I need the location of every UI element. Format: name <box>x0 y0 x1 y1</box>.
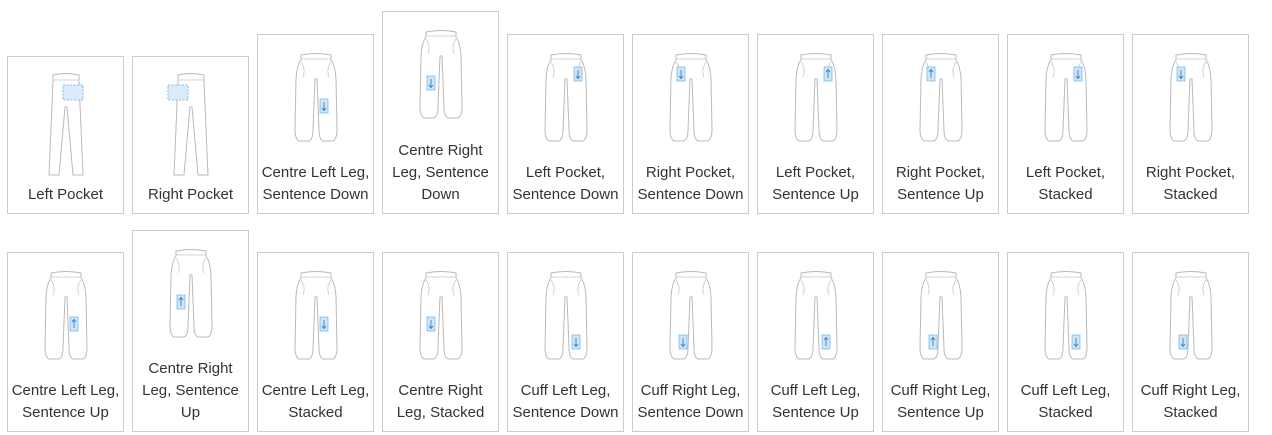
arrow-down-icon <box>1178 334 1187 350</box>
arrow-down-icon <box>573 66 582 82</box>
arrow-down-icon <box>319 316 328 332</box>
option-label: Cuff Right Leg, Sentence Up <box>890 382 991 421</box>
arrow-down-icon <box>676 66 685 82</box>
option-cuff-left-leg-sentence-up[interactable]: Cuff Left Leg, Sentence Up <box>757 252 874 432</box>
option-left-pocket-sentence-up[interactable]: Left Pocket, Sentence Up <box>757 34 874 214</box>
arrow-down-icon <box>426 75 435 91</box>
option-label: Cuff Left Leg, Stacked <box>1020 382 1111 421</box>
option-label: Right Pocket, Stacked <box>1145 164 1236 203</box>
option-label: Cuff Right Leg, Sentence Down <box>637 382 744 421</box>
option-label: Cuff Left Leg, Sentence Down <box>512 382 619 421</box>
option-label: Centre Right Leg, Sentence Up <box>142 360 239 421</box>
option-centre-right-leg-stacked[interactable]: Centre Right Leg, Stacked <box>382 252 499 432</box>
option-left-pocket-stacked[interactable]: Left Pocket, Stacked <box>1007 34 1124 214</box>
arrow-up-icon <box>926 66 935 82</box>
option-right-pocket-sentence-up[interactable]: Right Pocket, Sentence Up <box>882 34 999 214</box>
option-cuff-right-leg-sentence-down[interactable]: Cuff Right Leg, Sentence Down <box>632 252 749 432</box>
option-label: Left Pocket <box>27 186 104 203</box>
option-label: Centre Left Leg, Stacked <box>261 382 370 421</box>
arrow-down-icon <box>319 98 328 114</box>
option-label: Cuff Right Leg, Stacked <box>1140 382 1241 421</box>
option-right-pocket-sentence-down[interactable]: Right Pocket, Sentence Down <box>632 34 749 214</box>
option-cuff-right-leg-stacked[interactable]: Cuff Right Leg, Stacked <box>1132 252 1249 432</box>
option-cuff-left-leg-stacked[interactable]: Cuff Left Leg, Stacked <box>1007 252 1124 432</box>
option-label: Cuff Left Leg, Sentence Up <box>770 382 861 421</box>
option-centre-left-leg-sentence-down[interactable]: Centre Left Leg, Sentence Down <box>257 34 374 214</box>
option-label: Right Pocket, Sentence Down <box>637 164 744 203</box>
arrow-up-icon <box>821 334 830 350</box>
option-label: Left Pocket, Sentence Up <box>772 164 859 203</box>
arrow-down-icon <box>571 334 580 350</box>
option-cuff-right-leg-sentence-up[interactable]: Cuff Right Leg, Sentence Up <box>882 252 999 432</box>
arrow-down-icon <box>426 316 435 332</box>
option-label: Centre Left Leg, Sentence Up <box>11 382 120 421</box>
option-centre-left-leg-stacked[interactable]: Centre Left Leg, Stacked <box>257 252 374 432</box>
option-label: Left Pocket, Stacked <box>1025 164 1106 203</box>
arrow-up-icon <box>928 334 937 350</box>
arrow-up-icon <box>823 66 832 82</box>
arrow-down-icon <box>1073 66 1082 82</box>
print-zone-highlight <box>62 84 83 101</box>
arrow-up-icon <box>69 316 78 332</box>
option-label: Centre Right Leg, Sentence Down <box>392 142 489 203</box>
option-centre-right-leg-sentence-down[interactable]: Centre Right Leg, Sentence Down <box>382 11 499 214</box>
print-zone-highlight <box>167 84 188 101</box>
arrow-up-icon <box>176 294 185 310</box>
option-cuff-left-leg-sentence-down[interactable]: Cuff Left Leg, Sentence Down <box>507 252 624 432</box>
option-label: Centre Left Leg, Sentence Down <box>261 164 370 203</box>
arrow-down-icon <box>1176 66 1185 82</box>
option-label: Left Pocket, Sentence Down <box>512 164 619 203</box>
option-right-pocket-stacked[interactable]: Right Pocket, Stacked <box>1132 34 1249 214</box>
option-left-pocket[interactable]: Left Pocket <box>7 56 124 214</box>
arrow-down-icon <box>678 334 687 350</box>
option-right-pocket[interactable]: Right Pocket <box>132 56 249 214</box>
option-left-pocket-sentence-down[interactable]: Left Pocket, Sentence Down <box>507 34 624 214</box>
option-label: Centre Right Leg, Stacked <box>396 382 485 421</box>
option-label: Right Pocket <box>147 186 234 203</box>
option-centre-left-leg-sentence-up[interactable]: Centre Left Leg, Sentence Up <box>7 252 124 432</box>
option-centre-right-leg-sentence-up[interactable]: Centre Right Leg, Sentence Up <box>132 230 249 432</box>
arrow-down-icon <box>1071 334 1080 350</box>
option-label: Right Pocket, Sentence Up <box>895 164 986 203</box>
